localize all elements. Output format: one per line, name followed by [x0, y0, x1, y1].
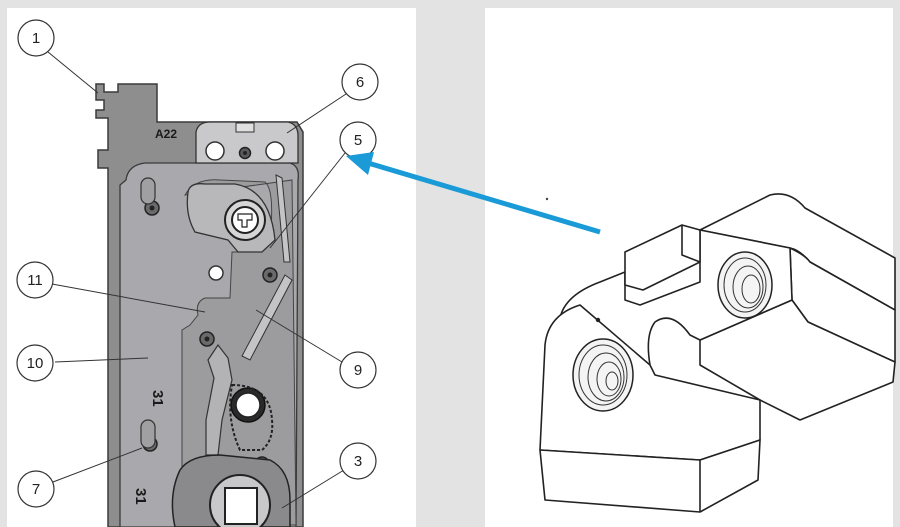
detail-mark-dot	[595, 317, 601, 323]
callout-10: 10	[16, 344, 54, 382]
detail-3d-drawing	[539, 193, 896, 513]
callout-5-label: 5	[354, 132, 362, 149]
callout-9-label: 9	[354, 362, 362, 379]
side-mark-upper: 31	[149, 390, 166, 407]
callout-6-label: 6	[356, 74, 364, 91]
spring-lower	[241, 274, 293, 361]
callout-3: 3	[339, 442, 377, 480]
top-tab-side	[681, 225, 701, 263]
callout-9: 9	[339, 351, 377, 389]
cap-hole-left	[205, 141, 225, 161]
callout-7-label: 7	[32, 481, 40, 498]
screw-top-left-center	[149, 205, 155, 211]
stray-dot	[545, 197, 549, 201]
callout-1: 1	[17, 19, 55, 57]
leader-11	[51, 283, 206, 313]
leader-7	[52, 447, 143, 483]
callout-bubbles: 1 6 5 11 10 9	[16, 19, 379, 508]
ratchet-wheel	[229, 383, 274, 451]
cap-hole-right	[265, 141, 285, 161]
pointer-arrow	[346, 152, 601, 235]
callout-10-label: 10	[27, 355, 44, 372]
leader-5	[269, 152, 346, 249]
pin-hole	[208, 265, 224, 281]
screw-mid-left-center	[204, 336, 210, 342]
threaded-hole-right	[717, 251, 773, 319]
callout-3-label: 3	[354, 453, 362, 470]
callout-6: 6	[341, 63, 379, 101]
side-mark-lower: 31	[132, 488, 149, 505]
lock-body-drawing: A22	[95, 83, 304, 527]
leader-1	[47, 51, 99, 94]
leader-10	[54, 357, 149, 363]
leader-3	[281, 469, 345, 509]
spindle-key	[237, 213, 253, 228]
screw-mid-right-center	[267, 272, 273, 278]
callout-1-label: 1	[32, 30, 40, 47]
square-spindle-hole	[224, 487, 258, 525]
leader-9	[255, 309, 343, 363]
slot-top	[140, 177, 156, 205]
pointer-arrow-head	[346, 152, 374, 175]
callout-11: 11	[16, 261, 54, 299]
cap-screw-center	[243, 151, 247, 155]
pointer-arrow-shaft	[367, 160, 601, 235]
callout-11-label: 11	[27, 272, 43, 289]
bolt-inner	[235, 392, 261, 418]
callout-7: 7	[17, 470, 55, 508]
cap-notch	[235, 122, 255, 133]
threaded-hole-left	[572, 338, 634, 412]
part-stamp: A22	[155, 127, 177, 141]
block-back-lower	[699, 299, 896, 421]
leader-6	[286, 93, 347, 134]
leader-lines	[47, 51, 347, 509]
slot-bottom	[140, 419, 156, 449]
